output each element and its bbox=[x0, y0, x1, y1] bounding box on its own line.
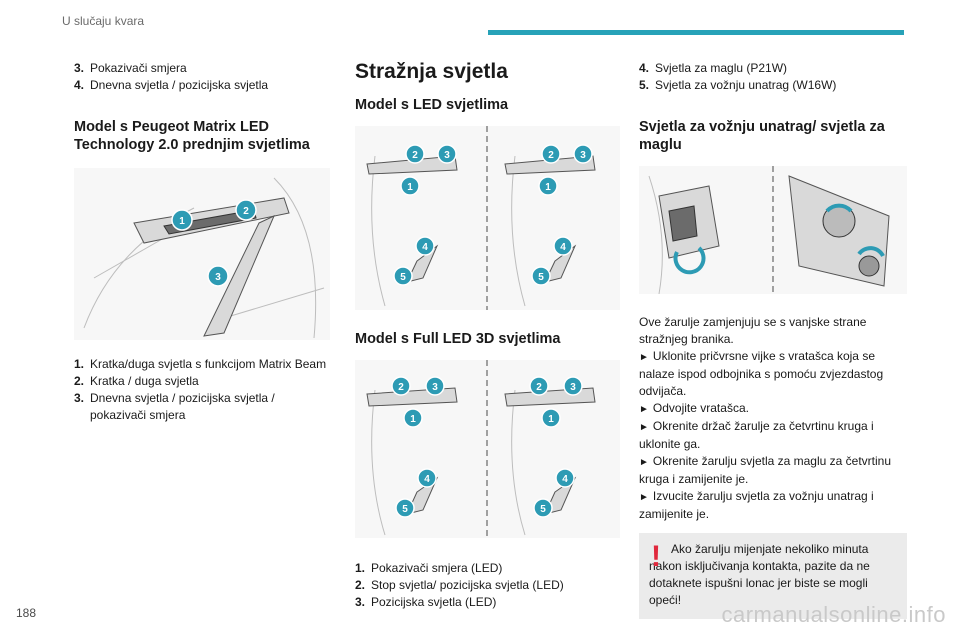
callout-3: 3 bbox=[207, 265, 229, 287]
rear-led-figure: 2 3 1 4 5 2 3 1 4 5 bbox=[355, 126, 620, 310]
svg-text:1: 1 bbox=[410, 414, 416, 425]
section-title: Stražnja svjetla bbox=[355, 60, 508, 83]
step: ►Odvojite vratašca. bbox=[639, 401, 749, 415]
front-legend-list: 1.Kratka/duga svjetla s funkcijom Matrix… bbox=[74, 356, 330, 424]
list-item: 1.Kratka/duga svjetla s funkcijom Matrix… bbox=[74, 357, 327, 371]
list-item: 4.Svjetla za maglu (P21W) bbox=[639, 61, 788, 75]
svg-text:5: 5 bbox=[540, 504, 546, 515]
warning-notice: ! Ako žarulju mijenjate nekoliko minuta … bbox=[639, 533, 907, 619]
rear-full-led-illustration: 2 3 1 4 5 2 3 1 4 5 bbox=[366, 360, 596, 538]
step-marker-icon: ► bbox=[639, 404, 649, 415]
svg-text:3: 3 bbox=[580, 150, 586, 161]
rear-legend-list: 1.Pokazivači smjera (LED) 2.Stop svjetla… bbox=[355, 560, 620, 611]
step-marker-icon: ► bbox=[639, 492, 649, 503]
warning-icon: ! bbox=[651, 540, 661, 573]
svg-text:1: 1 bbox=[179, 216, 185, 227]
column-rear-lights: Stražnja svjetla Model s LED svjetlima 2… bbox=[355, 60, 620, 611]
column-front-lights: 3.Pokazivači smjera 4.Dnevna svjetla / p… bbox=[74, 60, 330, 424]
column-fog-reverse-lights: 4.Svjetla za maglu (P21W) 5.Svjetla za v… bbox=[639, 60, 907, 619]
list-item: 3.Dnevna svjetla / pozicijska svjetla / … bbox=[74, 391, 275, 422]
matrix-heading: Model s Peugeot Matrix LED Technology 2.… bbox=[74, 119, 310, 153]
svg-text:3: 3 bbox=[432, 382, 438, 393]
svg-text:3: 3 bbox=[570, 382, 576, 393]
rear-led-illustration: 2 3 1 4 5 2 3 1 4 5 bbox=[366, 126, 596, 310]
matrix-headlamp-illustration: 1 2 3 bbox=[83, 177, 325, 339]
step-marker-icon: ► bbox=[639, 352, 649, 363]
step: ►Okrenite držač žarulje za četvrtinu kru… bbox=[639, 419, 874, 451]
step: ►Okrenite žarulju svjetla za maglu za če… bbox=[639, 454, 892, 486]
step-marker-icon: ► bbox=[639, 457, 649, 468]
list-item: 2.Kratka / duga svjetla bbox=[74, 374, 199, 388]
list-item: 1.Pokazivači smjera (LED) bbox=[355, 561, 503, 575]
svg-text:4: 4 bbox=[422, 242, 428, 253]
list-item: 3.Pozicijska svjetla (LED) bbox=[355, 595, 497, 609]
svg-text:5: 5 bbox=[400, 272, 406, 283]
fog-reverse-figure bbox=[639, 166, 907, 294]
svg-text:1: 1 bbox=[548, 414, 554, 425]
header-title: U slučaju kvara bbox=[62, 14, 145, 28]
step: ►Uklonite pričvrsne vijke s vratašca koj… bbox=[639, 349, 884, 398]
full-led-heading: Model s Full LED 3D svjetlima bbox=[355, 331, 561, 347]
svg-text:2: 2 bbox=[412, 150, 418, 161]
rear-legend-list-continued: 4.Svjetla za maglu (P21W) 5.Svjetla za v… bbox=[639, 60, 907, 94]
matrix-headlamp-figure: 1 2 3 bbox=[74, 168, 330, 340]
svg-text:4: 4 bbox=[424, 474, 430, 485]
led-heading: Model s LED svjetlima bbox=[355, 97, 509, 113]
svg-text:5: 5 bbox=[538, 272, 544, 283]
page-number: 188 bbox=[16, 606, 37, 620]
bulb-replacement-illustration bbox=[648, 166, 890, 294]
callout-2: 2 bbox=[235, 199, 257, 221]
callout-1: 1 bbox=[171, 209, 193, 231]
svg-text:5: 5 bbox=[402, 504, 408, 515]
front-top-list: 3.Pokazivači smjera 4.Dnevna svjetla / p… bbox=[74, 60, 330, 94]
step: ►Izvucite žarulju svjetla za vožnju unat… bbox=[639, 489, 874, 521]
step-marker-icon: ► bbox=[639, 422, 649, 433]
list-item: 4.Dnevna svjetla / pozicijska svjetla bbox=[74, 78, 269, 92]
rear-full-led-figure: 2 3 1 4 5 2 3 1 4 5 bbox=[355, 360, 620, 538]
svg-text:4: 4 bbox=[562, 474, 568, 485]
svg-text:2: 2 bbox=[243, 206, 249, 217]
svg-text:4: 4 bbox=[560, 242, 566, 253]
watermark: carmanualsonline.info bbox=[721, 602, 946, 627]
svg-text:3: 3 bbox=[215, 272, 221, 283]
svg-text:1: 1 bbox=[407, 182, 413, 193]
header-accent-bar bbox=[488, 30, 904, 35]
svg-text:2: 2 bbox=[548, 150, 554, 161]
instructions: Ove žarulje zamjenjuju se s vanjske stra… bbox=[639, 314, 907, 523]
list-item: 5.Svjetla za vožnju unatrag (W16W) bbox=[639, 78, 837, 92]
svg-text:3: 3 bbox=[444, 150, 450, 161]
fog-reverse-heading: Svjetla za vožnju unatrag/ svjetla za ma… bbox=[639, 119, 885, 153]
list-item: 2.Stop svjetla/ pozicijska svjetla (LED) bbox=[355, 578, 564, 592]
svg-text:2: 2 bbox=[398, 382, 404, 393]
svg-text:1: 1 bbox=[545, 182, 551, 193]
svg-text:2: 2 bbox=[536, 382, 542, 393]
list-item: 3.Pokazivači smjera bbox=[74, 61, 187, 75]
intro-text: Ove žarulje zamjenjuju se s vanjske stra… bbox=[639, 315, 867, 346]
warning-text: Ako žarulju mijenjate nekoliko minuta na… bbox=[649, 542, 870, 607]
